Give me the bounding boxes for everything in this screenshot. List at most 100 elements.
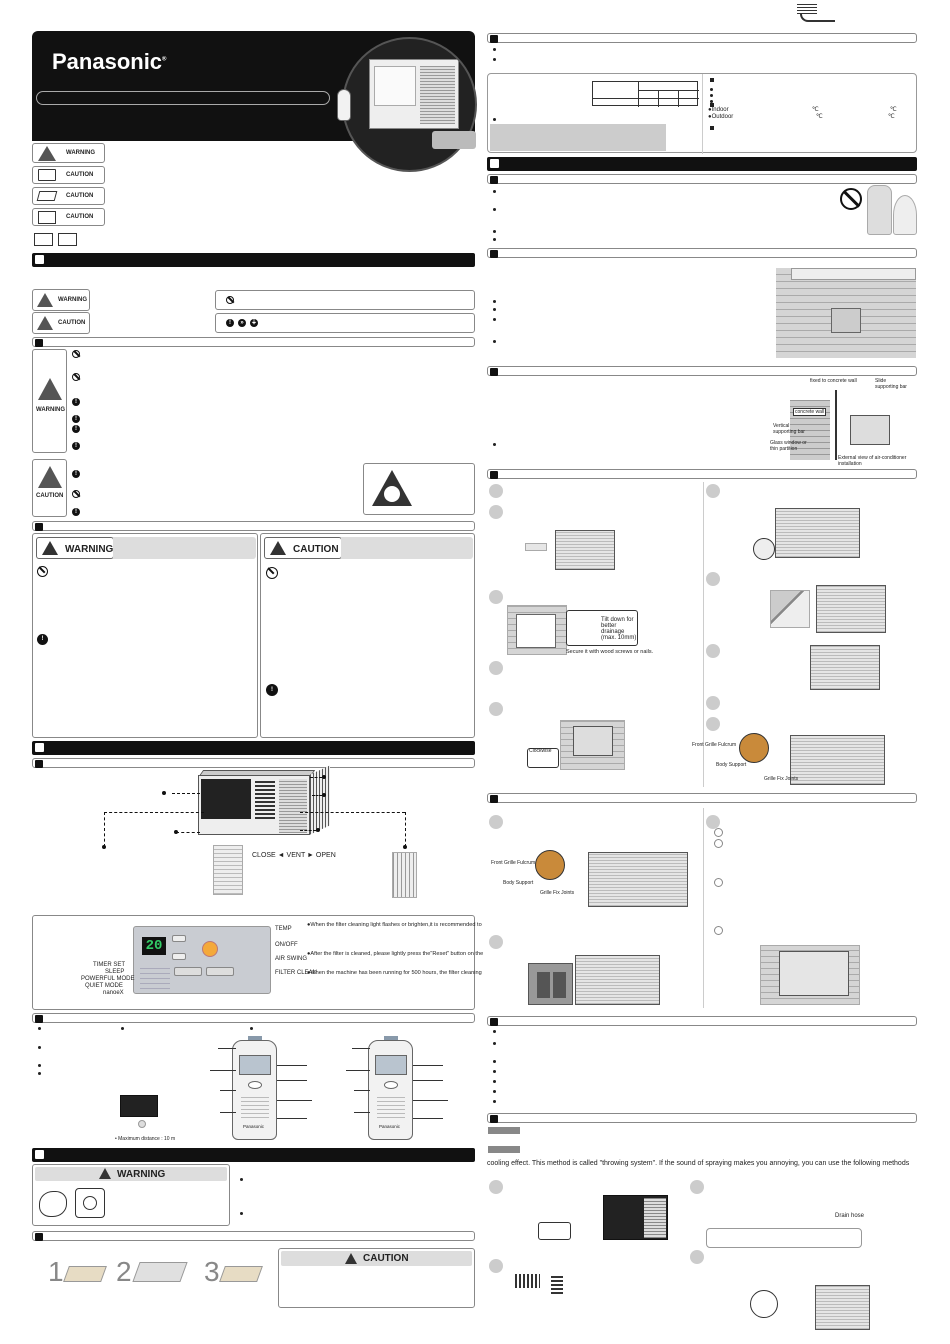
gray-tag [488, 1127, 520, 1134]
subsection-bar-2 [32, 521, 475, 531]
remote-power-button[interactable] [384, 1081, 398, 1089]
ac-unit-diagram [198, 770, 316, 835]
substep-circle [714, 878, 723, 887]
mandatory-icon: ! [72, 442, 80, 450]
grille-remove-image [588, 852, 688, 907]
diagram-concrete: concrete wall [793, 408, 827, 416]
step-ac-image [816, 585, 886, 633]
temp-up-button[interactable] [172, 935, 186, 942]
remote-power-button[interactable] [248, 1081, 262, 1089]
section-bar-power [32, 1148, 475, 1162]
label-nanoex: nanoeX [103, 990, 124, 996]
prohibited-icon [72, 373, 80, 381]
caution-triangle-icon [38, 466, 62, 488]
remote-distance: • Maximum distance : 10 m [115, 1136, 176, 1142]
secure-note: Secure it with wood screws or nails. [566, 649, 654, 655]
label-sleep: SLEEP [105, 969, 125, 975]
remote-lcd [375, 1055, 407, 1075]
warning-triangle-icon [42, 541, 58, 555]
prohibited-icon [72, 490, 80, 498]
caution-triangle-icon [270, 541, 286, 555]
spec-indoor: ●Indoor [708, 107, 729, 113]
ac-side-panel [310, 765, 330, 835]
substep-circle [714, 839, 723, 848]
subsection-bar-1 [32, 337, 475, 347]
side-vent-image [392, 852, 417, 898]
temp-down-button[interactable] [172, 953, 186, 960]
mandatory-icon: ! [72, 470, 80, 478]
drain-hose-label: Drain hose [835, 1213, 865, 1219]
control-panel-box: 20 TEMP ON/OFF AIR SWING FILTER CLEAN TI… [32, 915, 483, 1010]
fire-hazard-box [363, 463, 475, 515]
grille-fix: Grille Fix Joints [764, 776, 799, 782]
warning-triangle-icon [99, 1168, 111, 1179]
substep-circle [714, 926, 723, 935]
label-on-off: ON/OFF [275, 942, 298, 948]
drain-hose-image [795, 0, 835, 30]
side-panel-image [770, 590, 810, 628]
r-section-bar-install [487, 157, 917, 171]
section-bar-parts [32, 741, 475, 755]
label-quiet: QUIET MODE [85, 983, 123, 989]
label-air-swing: AIR SWING [275, 956, 308, 962]
gas-cylinder-image [867, 185, 892, 235]
step-circle [489, 702, 503, 716]
substep-circle [714, 828, 723, 837]
tilt-note: Tilt down for better drainage (max. 10mm… [601, 617, 637, 641]
caution-symbol-box: CAUTION [32, 312, 90, 334]
vent-lever-image [213, 845, 243, 895]
gas-tank-image [893, 195, 917, 235]
step-circle [706, 644, 720, 658]
step-circle [489, 1180, 503, 1194]
title-bar [36, 91, 330, 105]
hero-circle [342, 37, 477, 172]
warning-triangle-icon [38, 146, 56, 161]
r-subsection-bar-8 [487, 1113, 917, 1123]
spec-box: ●Indoor ●Outdoor ℃ ℃ ℃ ℃ [487, 73, 917, 154]
hero-remote [337, 89, 351, 121]
filter-zoom-box [528, 963, 573, 1005]
subsection-bar-install [32, 1231, 475, 1241]
r-subsection-bar-5 [487, 469, 917, 479]
step-ac-image [555, 530, 615, 570]
step-circle [489, 505, 503, 519]
caution-triangle-icon [37, 316, 53, 330]
install-caution-box: CAUTION [278, 1248, 475, 1308]
socket-icon [75, 1188, 105, 1218]
temp-display: 20 [142, 937, 166, 955]
grille-install-image [790, 735, 885, 785]
filter-clean-button[interactable] [206, 967, 234, 976]
grille-fulcrum: Front Grille Fulcrum [692, 742, 737, 748]
on-off-button[interactable] [202, 941, 218, 957]
diagram-vertical: Vertical supporting bar [773, 423, 805, 435]
airswing-button[interactable] [174, 967, 202, 976]
step-circle [489, 590, 503, 604]
model-tab [432, 131, 476, 149]
tilt-box: Tilt down for better drainage (max. 10mm… [566, 610, 638, 646]
drain-cap-image [815, 1285, 870, 1330]
grille-fulcrum-2: Front Grille Fulcrum [491, 860, 536, 866]
plug-icon [39, 1191, 67, 1217]
prohibited-icon [37, 566, 48, 577]
warning-block: WARNING [32, 349, 67, 453]
step-circle [706, 815, 720, 829]
step-circle [690, 1180, 704, 1194]
gray-tag [488, 1146, 520, 1153]
r-subsection-bar-1 [487, 33, 917, 43]
step-circle [489, 661, 503, 675]
step-number-2: 2 [116, 1256, 132, 1287]
step-number-1: 1 [48, 1256, 64, 1287]
remote-brand: Panasonic [379, 1124, 401, 1129]
prohibited-icon [72, 350, 80, 358]
warning-triangle-icon [38, 378, 62, 400]
r-subsection-bar-7 [487, 1016, 917, 1026]
grille-fix-2: Grille Fix Joints [540, 890, 575, 896]
diagram-fixed: fixed to concrete wall [810, 378, 857, 384]
note-2: ●After the filter is cleaned, please lig… [307, 951, 484, 957]
r-subsection-bar-2 [487, 174, 917, 184]
diagram-external: External view of air-conditioner install… [838, 455, 907, 467]
prohibited-symbol-box [215, 290, 475, 310]
drain-tool-box [538, 1222, 571, 1240]
plug-warning-box: WARNING [32, 1164, 230, 1226]
spec-unit-indoor-1: ℃ [812, 107, 819, 113]
